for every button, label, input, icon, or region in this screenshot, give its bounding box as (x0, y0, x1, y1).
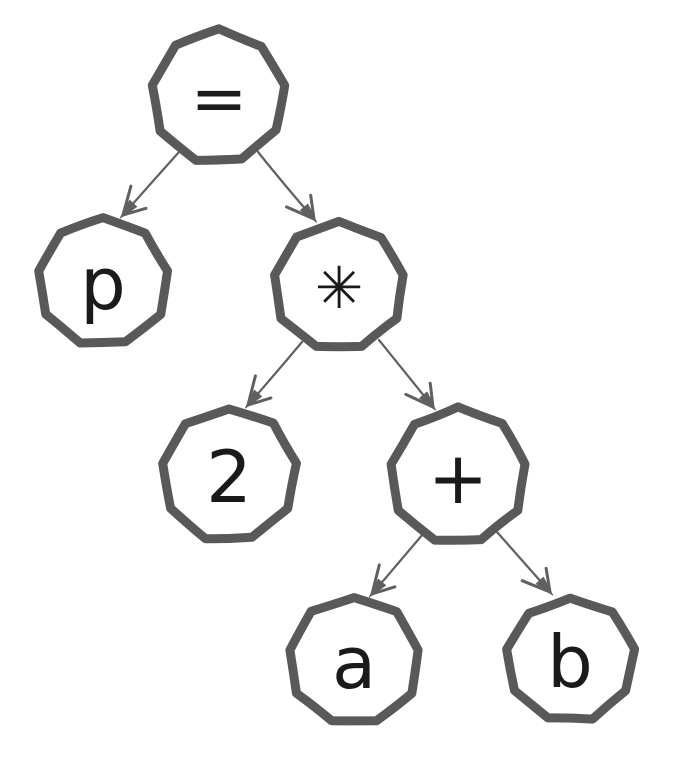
edge-plus-b (495, 530, 554, 596)
node-label-variable-a: a (332, 621, 376, 705)
node-circle (386, 402, 530, 545)
edge-root-mul (256, 150, 318, 223)
node-label-equals: = (191, 60, 248, 139)
node-plus-add[interactable]: + (386, 402, 530, 545)
arrowhead-tip (300, 203, 318, 223)
arrowhead-tip (244, 389, 262, 409)
edge-mul-two (244, 340, 304, 409)
edges-layer (119, 150, 554, 598)
node-variable-a[interactable]: a (285, 593, 423, 726)
node-variable-p[interactable]: p (34, 213, 173, 348)
node-label-variable-p: p (80, 242, 126, 326)
edge-mul-plus (377, 338, 436, 411)
node-number-2[interactable]: 2 (158, 404, 301, 544)
arrowhead-tip (419, 391, 436, 411)
node-circle (34, 213, 173, 348)
arrowhead-tip (535, 576, 554, 596)
node-variable-b[interactable]: b (502, 593, 640, 724)
node-circle (147, 24, 290, 165)
node-circle (158, 404, 301, 544)
node-asterisk-multiply[interactable]: ✳ (270, 216, 408, 352)
node-label-number-2: 2 (206, 435, 252, 519)
node-label-variable-b: b (547, 620, 593, 704)
node-circle (270, 216, 408, 352)
node-circle (285, 593, 423, 726)
arrowhead-tip (119, 199, 138, 219)
edge-root-p (119, 150, 181, 219)
edge-plus-a (368, 532, 425, 598)
node-label-plus-add: + (428, 436, 488, 520)
node-label-asterisk-multiply: ✳ (315, 254, 364, 322)
node-circle (502, 593, 640, 724)
arrowhead-tip (368, 578, 386, 598)
nodes-layer: = p ✳ 2 + a b (34, 24, 640, 726)
node-equals[interactable]: = (147, 24, 290, 165)
